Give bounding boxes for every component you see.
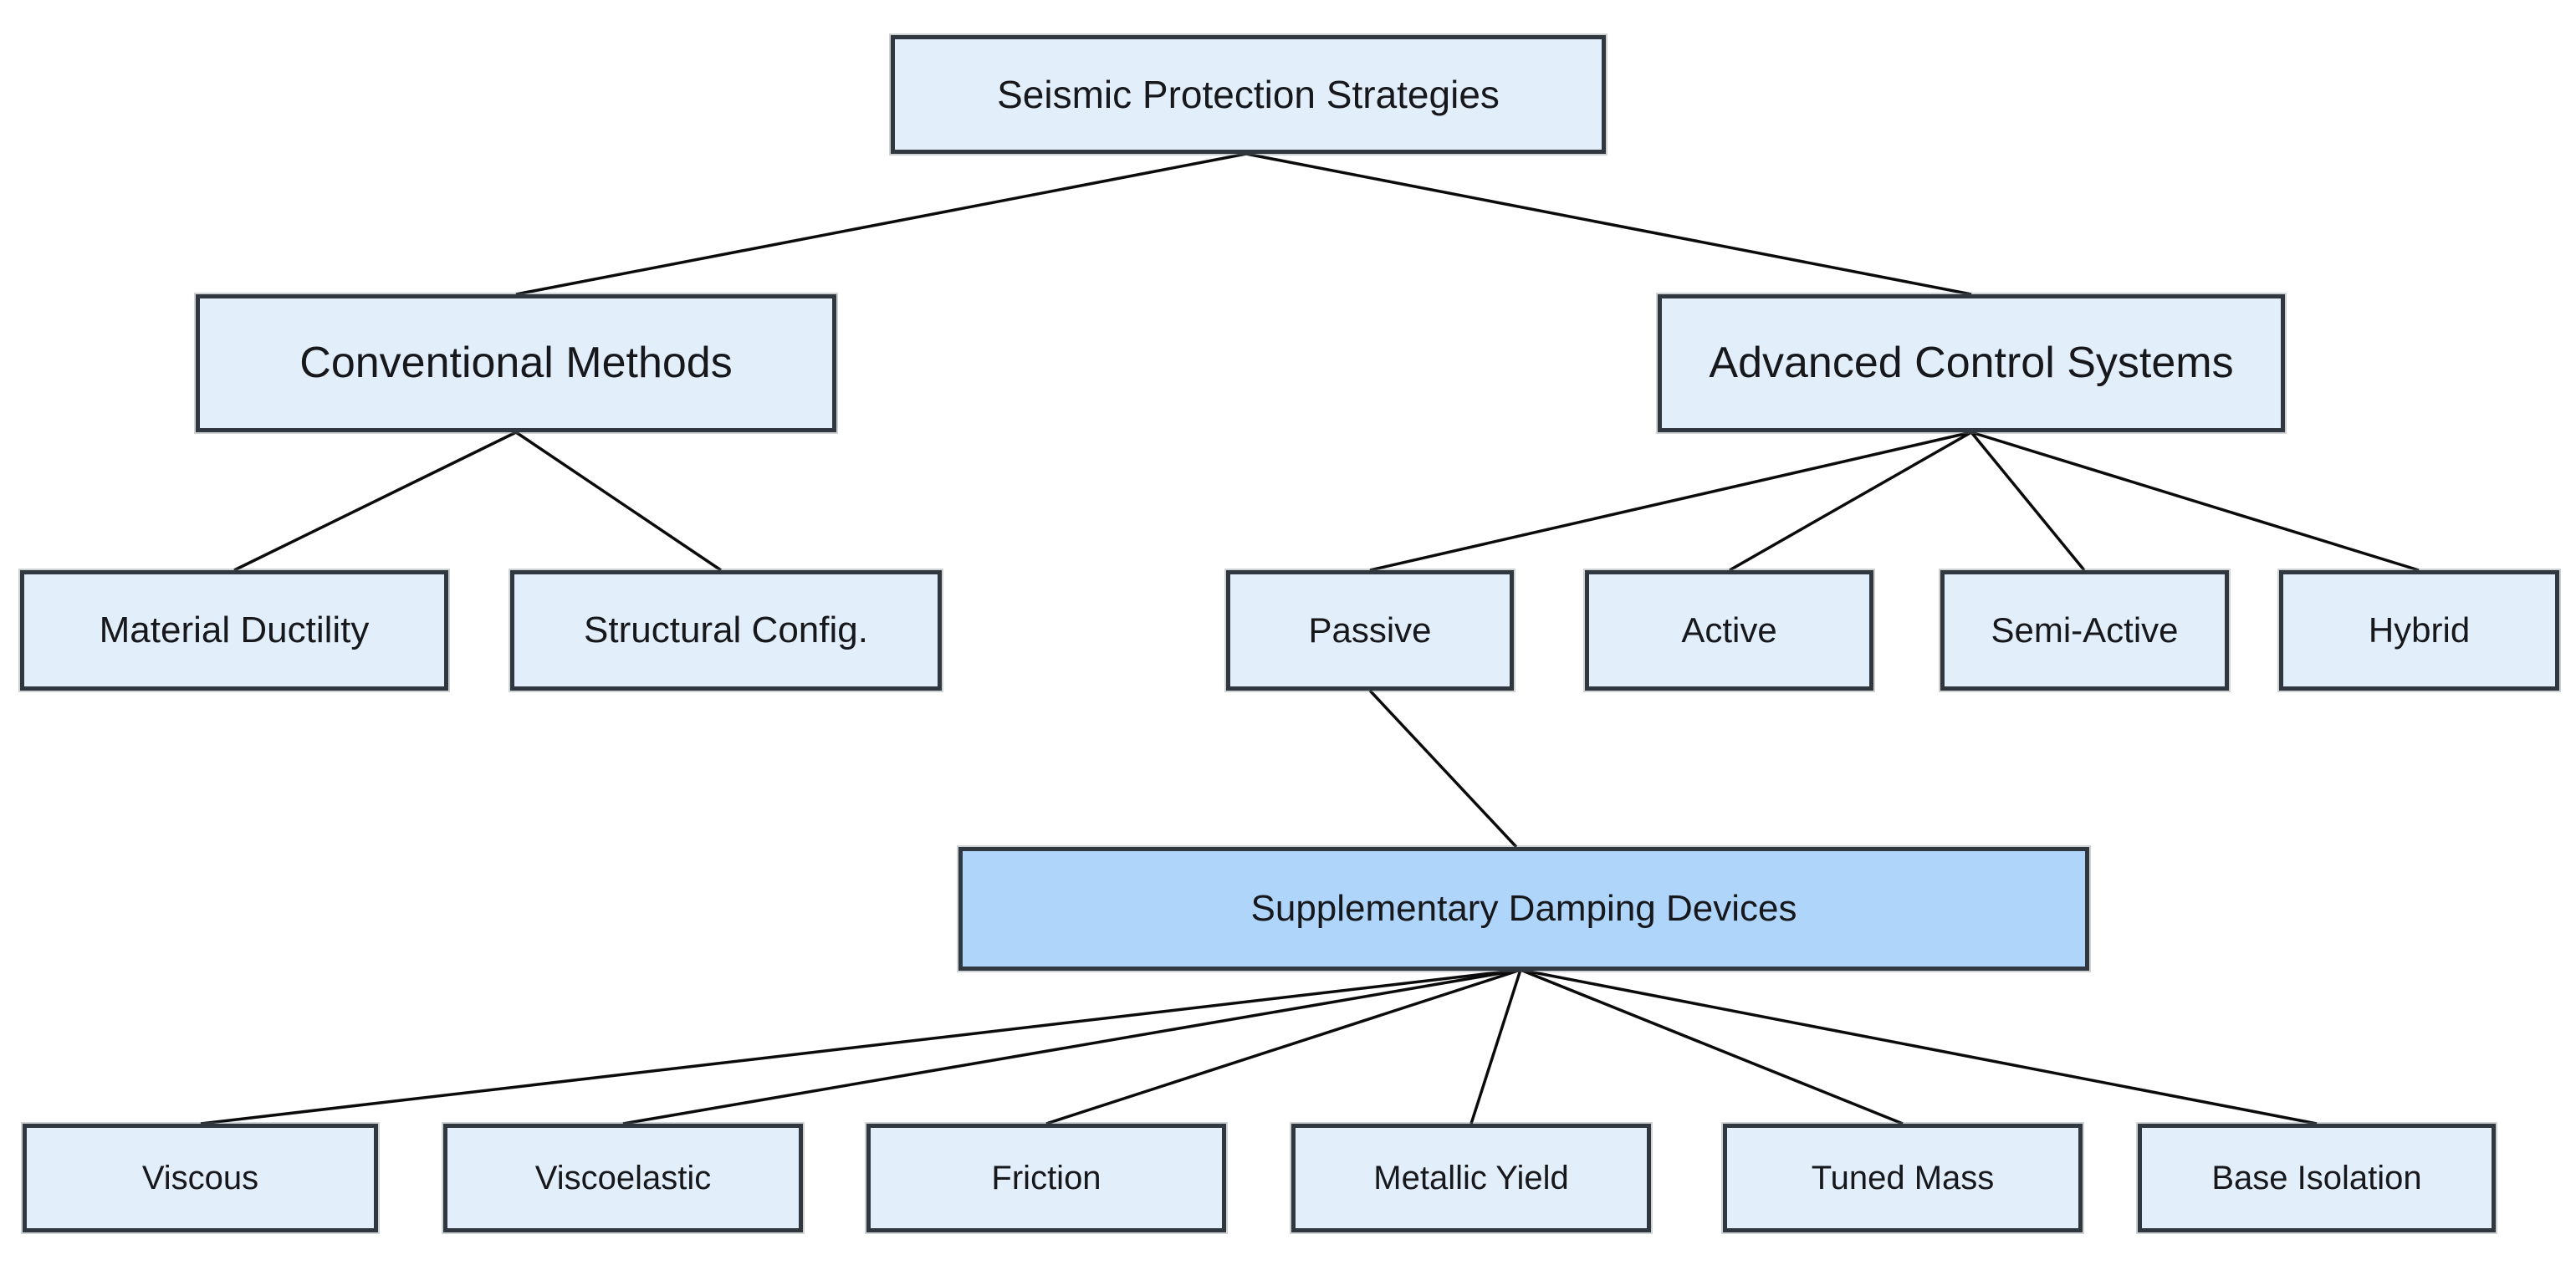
node-supplementary-damping-devices: Supplementary Damping Devices: [958, 847, 2089, 971]
edge-supplementary-viscoelastic: [622, 968, 1521, 1125]
node-label: Supplementary Damping Devices: [1250, 887, 1797, 929]
node-label: Passive: [1308, 610, 1432, 650]
edge-advanced-active: [1729, 431, 1972, 572]
edge-advanced-semi-active: [1970, 431, 2086, 572]
node-label: Metallic Yield: [1373, 1160, 1569, 1196]
node-label: Hybrid: [2368, 610, 2471, 650]
node-label: Tuned Mass: [1811, 1160, 1995, 1196]
node-label: Material Ductility: [99, 609, 370, 650]
edge-supplementary-metallic-yield: [1469, 969, 1522, 1125]
edge-conventional-structural: [515, 431, 722, 572]
node-structural-config: Structural Config.: [510, 570, 942, 691]
edge-passive-supplementary: [1368, 689, 1518, 849]
edge-supplementary-tuned-mass: [1520, 968, 1904, 1125]
node-base-isolation: Base Isolation: [2138, 1124, 2496, 1232]
edge-conventional-material: [233, 431, 517, 572]
node-active: Active: [1585, 570, 1873, 691]
node-label: Advanced Control Systems: [1709, 338, 2234, 387]
edge-supplementary-friction: [1045, 968, 1521, 1125]
edge-root-advanced: [1245, 152, 1972, 296]
node-viscous: Viscous: [23, 1124, 378, 1232]
node-passive: Passive: [1226, 570, 1514, 691]
node-material-ductility: Material Ductility: [20, 570, 448, 691]
node-conventional-methods: Conventional Methods: [196, 294, 836, 432]
node-tuned-mass: Tuned Mass: [1723, 1124, 2083, 1232]
edge-advanced-passive: [1369, 431, 1972, 572]
node-label: Friction: [991, 1160, 1101, 1196]
node-label: Seismic Protection Strategies: [997, 72, 1500, 116]
node-seismic-protection-strategies: Seismic Protection Strategies: [891, 35, 1606, 154]
edge-supplementary-viscous: [200, 968, 1521, 1125]
node-friction: Friction: [866, 1124, 1226, 1232]
edge-root-conventional: [515, 152, 1247, 296]
node-viscoelastic: Viscoelastic: [443, 1124, 803, 1232]
node-label: Conventional Methods: [299, 338, 733, 387]
node-label: Viscoelastic: [534, 1160, 712, 1196]
node-label: Base Isolation: [2211, 1160, 2422, 1196]
node-label: Active: [1681, 610, 1777, 650]
node-label: Viscous: [141, 1160, 259, 1196]
node-metallic-yield: Metallic Yield: [1291, 1124, 1651, 1232]
node-advanced-control-systems: Advanced Control Systems: [1658, 294, 2285, 432]
node-label: Semi-Active: [1991, 610, 2179, 650]
node-hybrid: Hybrid: [2279, 570, 2559, 691]
edge-advanced-hybrid: [1970, 431, 2420, 572]
node-label: Structural Config.: [584, 609, 868, 650]
edge-supplementary-base-isolation: [1520, 968, 2318, 1125]
node-semi-active: Semi-Active: [1940, 570, 2229, 691]
